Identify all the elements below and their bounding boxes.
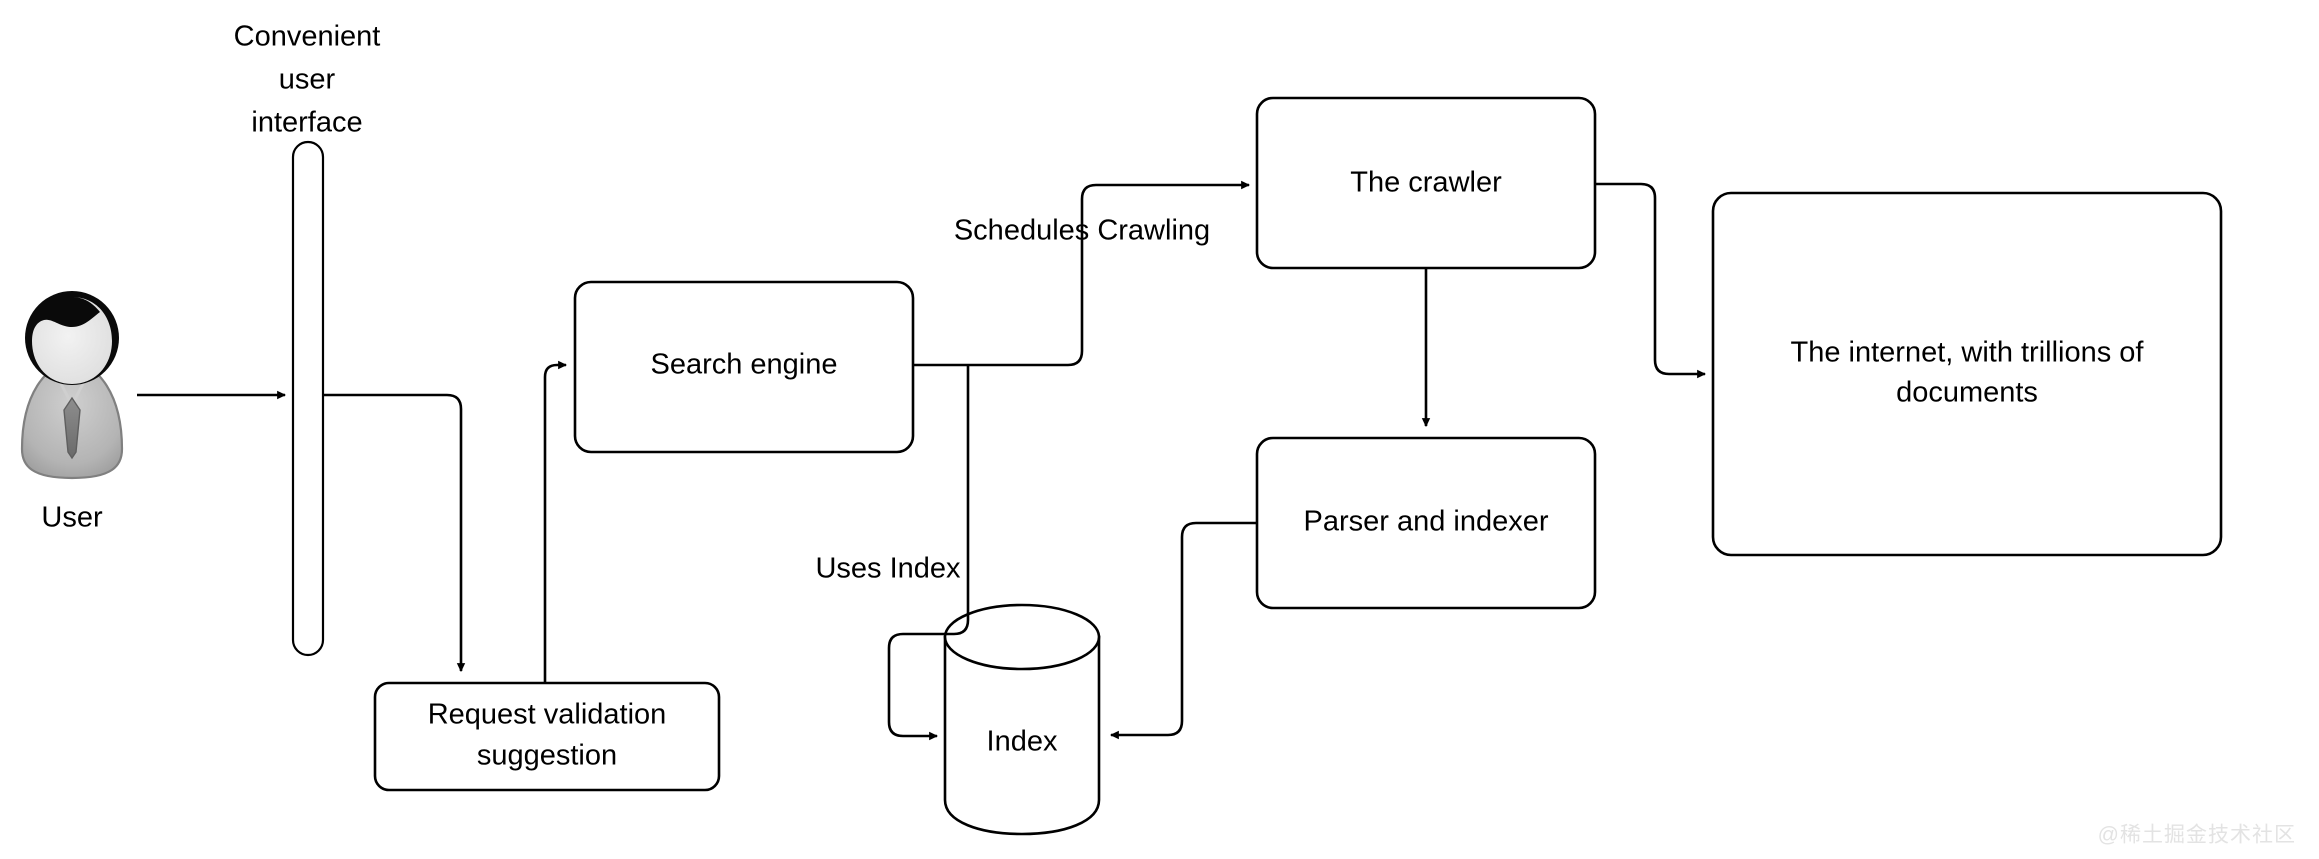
request-validation-label-line-2: suggestion (477, 740, 617, 772)
ui-caption-line-2: user (279, 64, 336, 96)
watermark-label: @稀土掘金技术社区 (2098, 824, 2296, 847)
edge-label-schedules-crawling: Schedules Crawling (954, 215, 1210, 247)
node-search-engine[interactable] (573, 280, 915, 454)
edge-crawler-to-internet (1595, 182, 1707, 379)
user-interface-bar[interactable] (291, 140, 325, 657)
index-label: Index (987, 726, 1058, 758)
node-index-datastore[interactable] (943, 603, 1101, 836)
node-internet[interactable] (1711, 191, 2223, 557)
edge-label-uses-index: Uses Index (815, 553, 961, 585)
request-validation-label-line-1: Request validation (428, 699, 667, 731)
user-label: User (41, 502, 103, 534)
node-request-validation[interactable] (373, 681, 721, 792)
edge-request-validation-to-search-engine (543, 360, 568, 683)
crawler-label: The crawler (1350, 167, 1502, 199)
search-engine-label: Search engine (650, 349, 837, 381)
parser-indexer-label: Parser and indexer (1303, 506, 1548, 538)
internet-label-line-2: documents (1896, 377, 2038, 409)
edge-search-engine-to-index (887, 365, 970, 741)
ui-caption-line-1: Convenient (234, 21, 381, 53)
edge-parser-indexer-to-index (1109, 521, 1257, 740)
edge-ui-to-request-validation (323, 393, 466, 673)
user-avatar-icon (20, 291, 124, 480)
ui-caption-line-3: interface (251, 107, 362, 139)
edge-search-engine-to-crawler (968, 180, 1251, 367)
internet-label-line-1: The internet, with trillions of (1791, 337, 2145, 369)
